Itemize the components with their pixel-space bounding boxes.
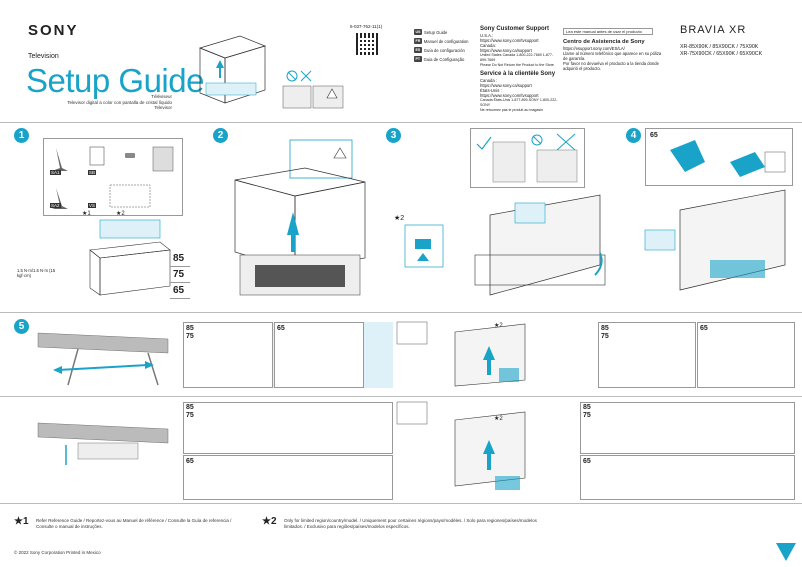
page-title: Setup Guide <box>26 62 204 99</box>
step-3-handling-tips <box>476 133 578 183</box>
subtitle: Téléviseur Televisor digital a color con… <box>67 94 172 110</box>
step-1-number: 1 <box>14 128 29 143</box>
step-5-row1-box-65 <box>274 322 364 388</box>
step-3-star: ★2 <box>394 215 405 222</box>
row2-star: ★2 <box>494 416 503 422</box>
stand-center-position <box>37 422 169 465</box>
size-list: 85 75 65 <box>170 251 190 299</box>
part-sa1: SA1 <box>50 170 61 175</box>
size-85: 85 <box>170 251 190 267</box>
support-es: Centro de Asistencia de Sony https://esu… <box>563 39 662 71</box>
bravia-logo: BRAVIA XR <box>680 24 747 36</box>
step-5-row2-box-85-right <box>580 402 795 454</box>
read-manual-note: Lea este manual antes de usar el product… <box>563 28 653 35</box>
part-sb: SB <box>88 170 97 175</box>
step-3-tv-illustration <box>474 194 606 296</box>
page-corner-icon <box>776 543 796 561</box>
stand-wide-position <box>37 332 169 386</box>
size-75: 75 <box>170 267 190 283</box>
step-5-row1-box-85-right <box>598 322 696 388</box>
step-2-number: 2 <box>213 128 228 143</box>
part-vs: VS <box>88 203 97 208</box>
divider-top <box>0 122 802 123</box>
row1-star: ★2 <box>494 323 503 329</box>
footnote-1-star: ★1 <box>14 516 29 527</box>
row1-size-label-d: 65 <box>700 325 708 332</box>
step-3-foot-detail <box>404 224 444 268</box>
footnote-2: Only for limited region/country/model. /… <box>284 518 537 529</box>
star-note-2: ★2 <box>116 211 125 217</box>
step-4-number: 4 <box>626 128 641 143</box>
step-5-number: 5 <box>14 319 29 334</box>
support-fr: Service à la clientèle Sony Canada : htt… <box>480 71 558 112</box>
category-label: Television <box>28 53 59 60</box>
part-sa2: SA2 <box>50 203 61 208</box>
model-list: XR-85X90K / 85X90CK / 75X90K XR-75X90CK … <box>680 44 763 57</box>
step-3-number: 3 <box>386 128 401 143</box>
step-5-row2-box-85 <box>183 402 393 454</box>
step-5-row1-box-65-right <box>697 322 795 388</box>
step-4-size: 65 <box>650 132 658 139</box>
step-5-row2-tv-lift <box>396 401 526 490</box>
qr-code <box>356 33 378 55</box>
box-lift-illustration <box>198 35 267 104</box>
step-5-row2-box-65 <box>183 455 393 500</box>
parts-illustration <box>52 146 174 209</box>
copyright: © 2022 Sony Corporation Printed in Mexic… <box>14 550 101 555</box>
doc-code: 5-037-762-11(1) <box>350 24 383 29</box>
row2-size-label-d: 65 <box>583 458 591 465</box>
support-us: Sony Customer Support U.S.A.: https://ww… <box>480 26 554 67</box>
divider-lower <box>0 396 802 397</box>
step-4-stand-detail <box>670 140 786 177</box>
footnote-2-star: ★2 <box>262 516 277 527</box>
no-lay-flat-illustration <box>282 70 344 109</box>
divider-bottom <box>0 503 802 504</box>
screw-torque: 1.5 N·m/1.5 N·m (15 kgf·cm) <box>17 268 56 278</box>
tv-box-illustration <box>89 219 171 296</box>
step-5-row1-box-85 <box>183 322 273 388</box>
brand-logo: SONY <box>28 22 79 39</box>
step-5-row2-box-65-right <box>580 455 795 500</box>
divider-middle <box>0 312 802 313</box>
star-note-1: ★1 <box>82 211 91 217</box>
step-2-box-removal <box>234 139 366 296</box>
step-4-tv-illustration <box>644 189 786 291</box>
row1-size-label-b: 65 <box>277 325 285 332</box>
step-5-row1-tv-lift <box>396 321 526 387</box>
size-65: 65 <box>170 283 190 299</box>
row2-size-label-b: 65 <box>186 458 194 465</box>
step-4-inset <box>645 128 793 186</box>
footnote-1: Refer Reference Guide / Reportez-vous au… <box>36 518 232 529</box>
